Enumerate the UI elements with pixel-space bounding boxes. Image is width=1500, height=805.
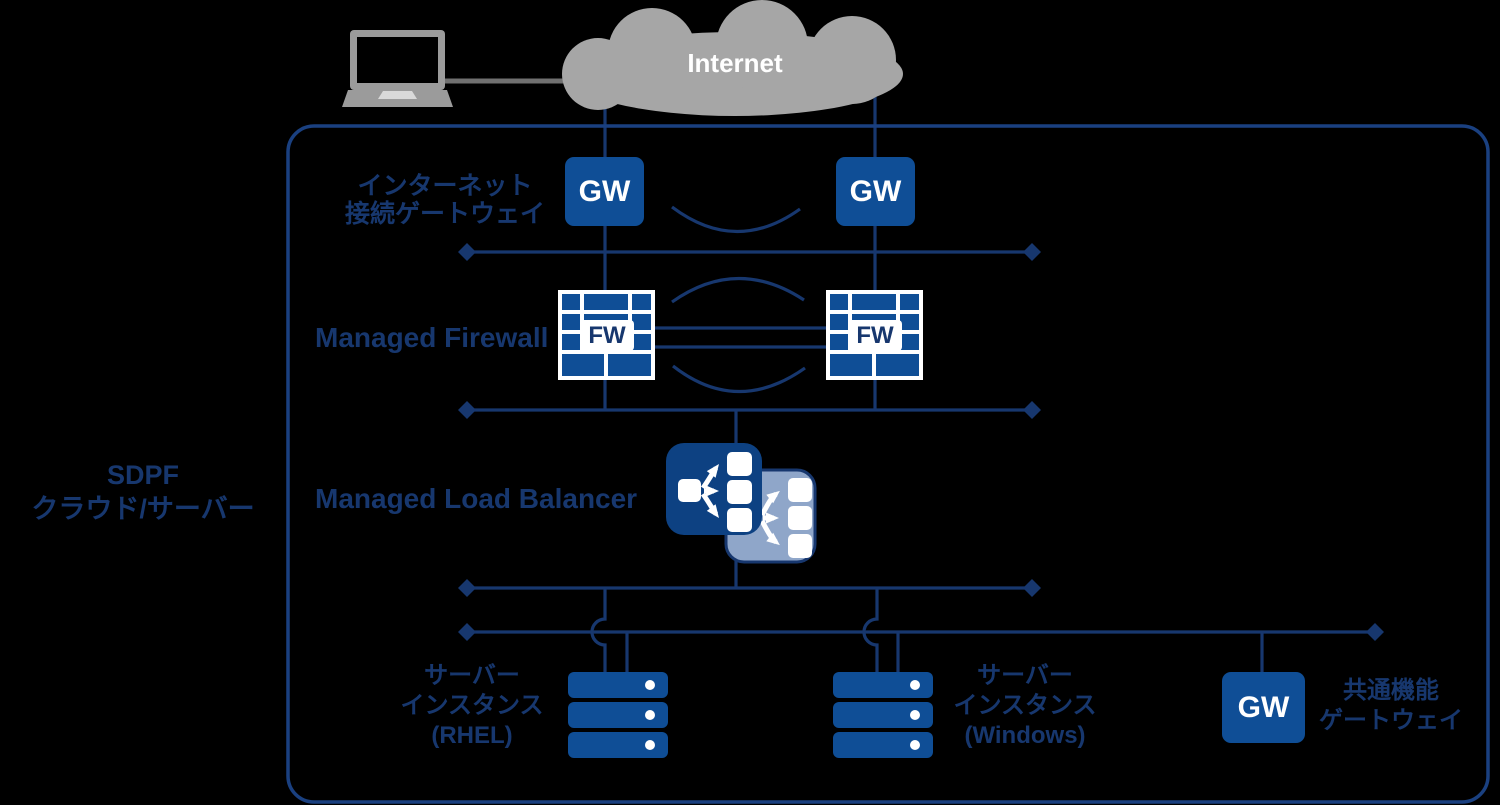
load-balancer-icon bbox=[666, 443, 817, 564]
lb-active-unit bbox=[666, 443, 762, 535]
bus-end-diamonds bbox=[458, 243, 1384, 641]
internet-label: Internet bbox=[687, 48, 783, 78]
gw1-label: GW bbox=[578, 174, 631, 208]
fw1-label: FW bbox=[588, 321, 626, 349]
rhel-drop-line-a bbox=[590, 588, 607, 672]
server-stack-icon-rhel bbox=[568, 672, 668, 758]
fw-ha-arc-bottom bbox=[672, 364, 806, 394]
fw2-label: FW bbox=[856, 321, 894, 349]
server-windows-label: サーバー インスタンス (Windows) bbox=[953, 662, 1097, 749]
gateway-box-common bbox=[1222, 672, 1305, 743]
firewall-icon-1 bbox=[558, 290, 655, 380]
touchpad bbox=[378, 91, 417, 99]
sdpf-label: SDPF クラウド/サーバー bbox=[31, 460, 255, 524]
firewall-icon-2 bbox=[826, 290, 923, 380]
server-stack-icon-windows bbox=[833, 672, 933, 758]
sdpf-boundary-box bbox=[286, 124, 1490, 804]
connection-lines bbox=[467, 95, 1375, 672]
gw3-label: GW bbox=[1237, 690, 1290, 724]
windows-drop-line-a bbox=[862, 588, 879, 672]
gateway-box-2 bbox=[836, 157, 915, 226]
laptop-icon bbox=[342, 30, 453, 107]
internet-gateway-label: インターネット 接続ゲートウェイ bbox=[344, 172, 545, 228]
gw-ha-arc bbox=[671, 205, 801, 234]
managed-firewall-label: Managed Firewall bbox=[315, 322, 549, 353]
fw-ha-arc-top bbox=[671, 276, 805, 304]
common-gateway-label: 共通機能 ゲートウェイ bbox=[1319, 677, 1463, 734]
server-rhel-label: サーバー インスタンス (RHEL) bbox=[400, 662, 544, 749]
gateway-box-1 bbox=[565, 157, 644, 226]
gw2-label: GW bbox=[849, 174, 902, 208]
managed-load-balancer-label: Managed Load Balancer bbox=[315, 483, 638, 514]
internet-cloud bbox=[562, 0, 903, 116]
